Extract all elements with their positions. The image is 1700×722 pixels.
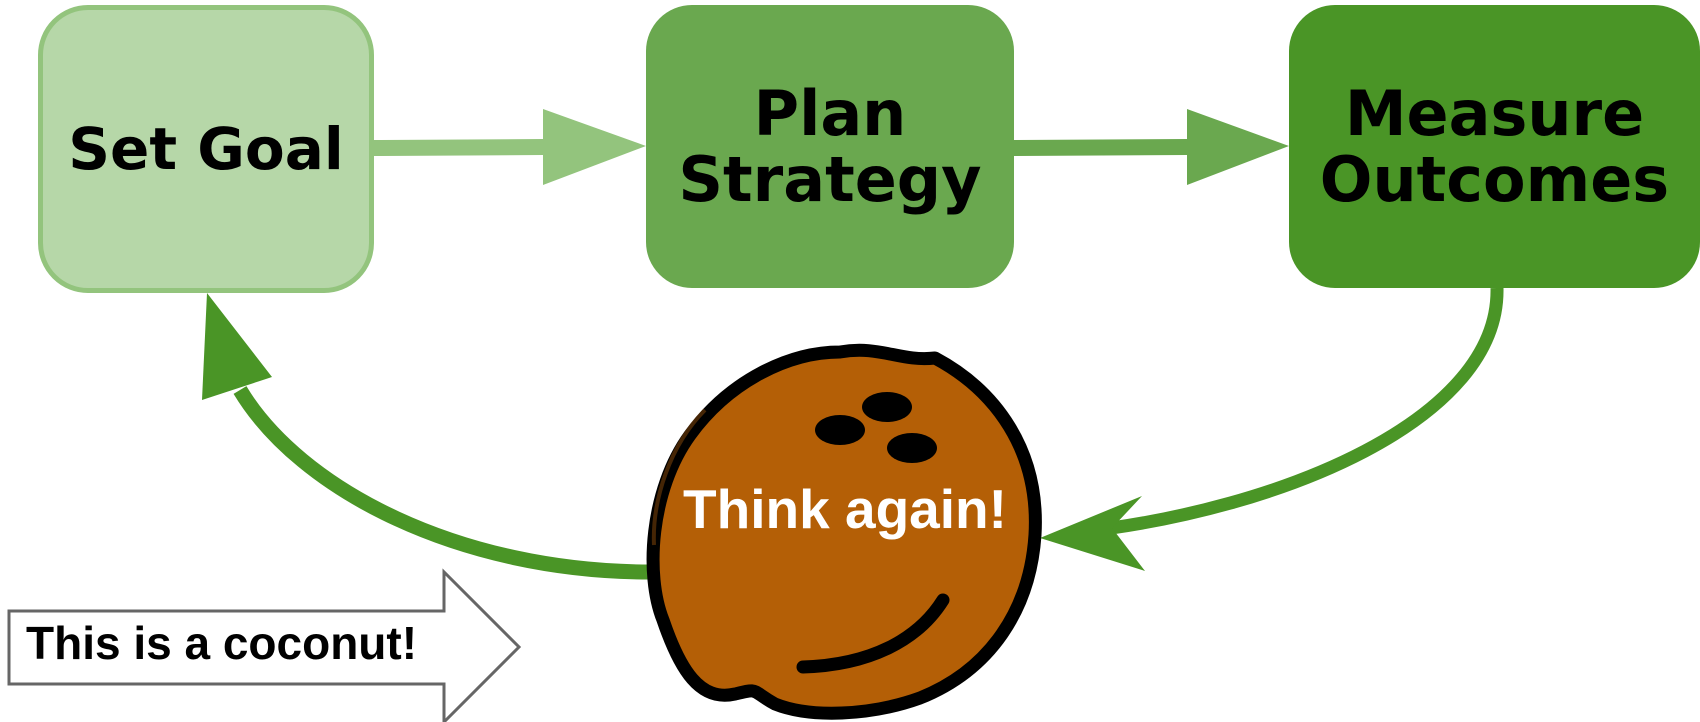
arrow-shaft [374, 139, 543, 156]
arrow-head [1040, 496, 1145, 571]
callout-arrow [7, 568, 522, 722]
arrow-head [1187, 109, 1289, 185]
arrow-plan-to-measure [1014, 109, 1289, 185]
arrow-curve [233, 386, 651, 580]
arrow-coconut-to-set-goal [202, 293, 651, 580]
coconut-label: Think again! [683, 478, 1007, 540]
step-plan-strategy-label: Plan Strategy [678, 77, 982, 216]
coconut-highlight [651, 408, 707, 546]
callout-label: This is a coconut! [26, 617, 418, 669]
arrow-head [543, 109, 646, 185]
arrow-head [202, 293, 272, 400]
step-plan-strategy: Plan Strategy [646, 5, 1014, 288]
step-measure-outcomes: Measure Outcomes [1289, 5, 1700, 288]
coconut-eye-top [862, 392, 912, 422]
arrow-shaft [1014, 139, 1187, 156]
coconut-body [646, 343, 1042, 720]
arrow-set-goal-to-plan [374, 109, 646, 185]
step-set-goal-label: Set Goal [68, 114, 344, 183]
coconut-eye-left [815, 415, 865, 445]
callout-shape [7, 568, 522, 722]
coconut-eye-right [887, 433, 937, 463]
step-measure-outcomes-label: Measure Outcomes [1319, 77, 1670, 216]
arrow-measure-to-coconut [1040, 287, 1504, 571]
coconut [646, 343, 1042, 720]
step-set-goal: Set Goal [38, 5, 374, 293]
coconut-smile [796, 593, 950, 674]
arrow-curve [1079, 287, 1504, 539]
